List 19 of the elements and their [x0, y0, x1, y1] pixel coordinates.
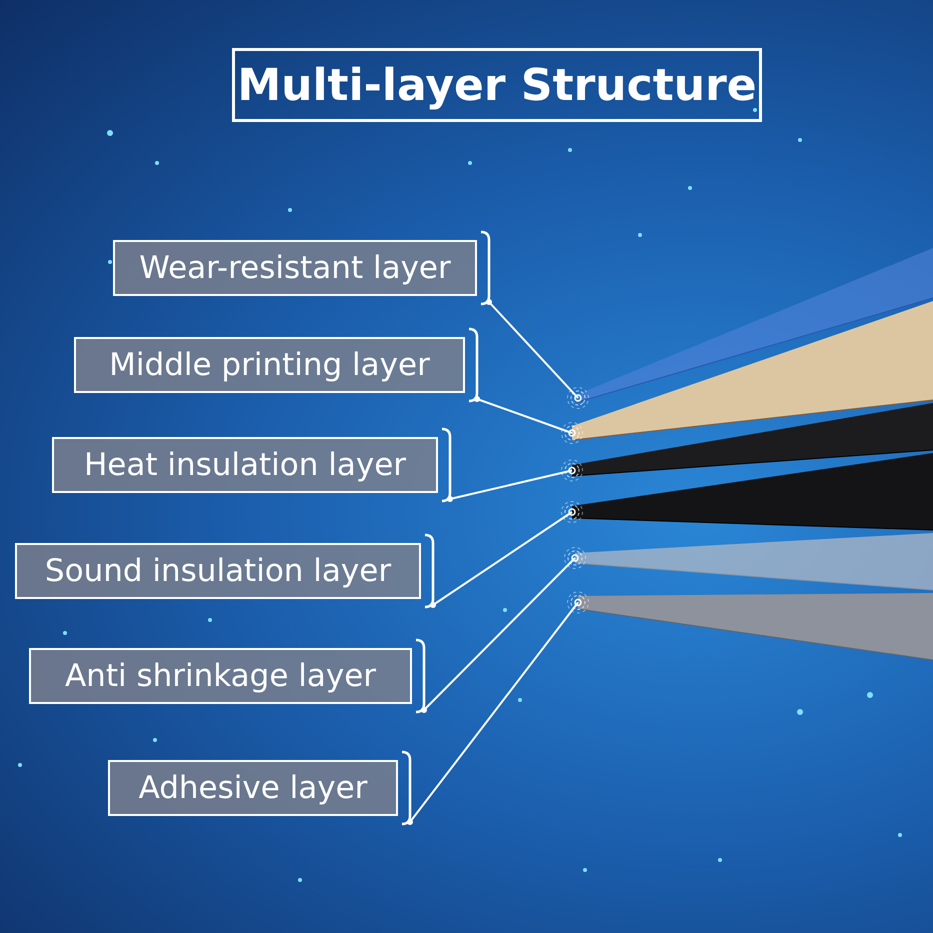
leader-line [421, 546, 586, 713]
leader-line [474, 396, 584, 444]
layer-slab [578, 248, 933, 402]
layer-slab [572, 403, 933, 476]
leader-line [486, 299, 590, 410]
layer-label: Adhesive layer [108, 760, 398, 816]
layer-label: Wear-resistant layer [113, 240, 477, 296]
leader-line [407, 591, 590, 825]
layer-slab [578, 593, 933, 660]
leader-line [447, 459, 584, 502]
title-heading: Multi-layer Structure [232, 48, 762, 122]
layer-slab [574, 533, 933, 590]
layer-label: Heat insulation layer [52, 437, 438, 493]
leader-line [430, 500, 584, 608]
layer-slab [572, 453, 933, 530]
layer-slab [572, 301, 933, 440]
layer-label: Middle printing layer [74, 337, 465, 393]
layer-label: Anti shrinkage layer [29, 648, 412, 704]
layer-label: Sound insulation layer [15, 543, 421, 599]
